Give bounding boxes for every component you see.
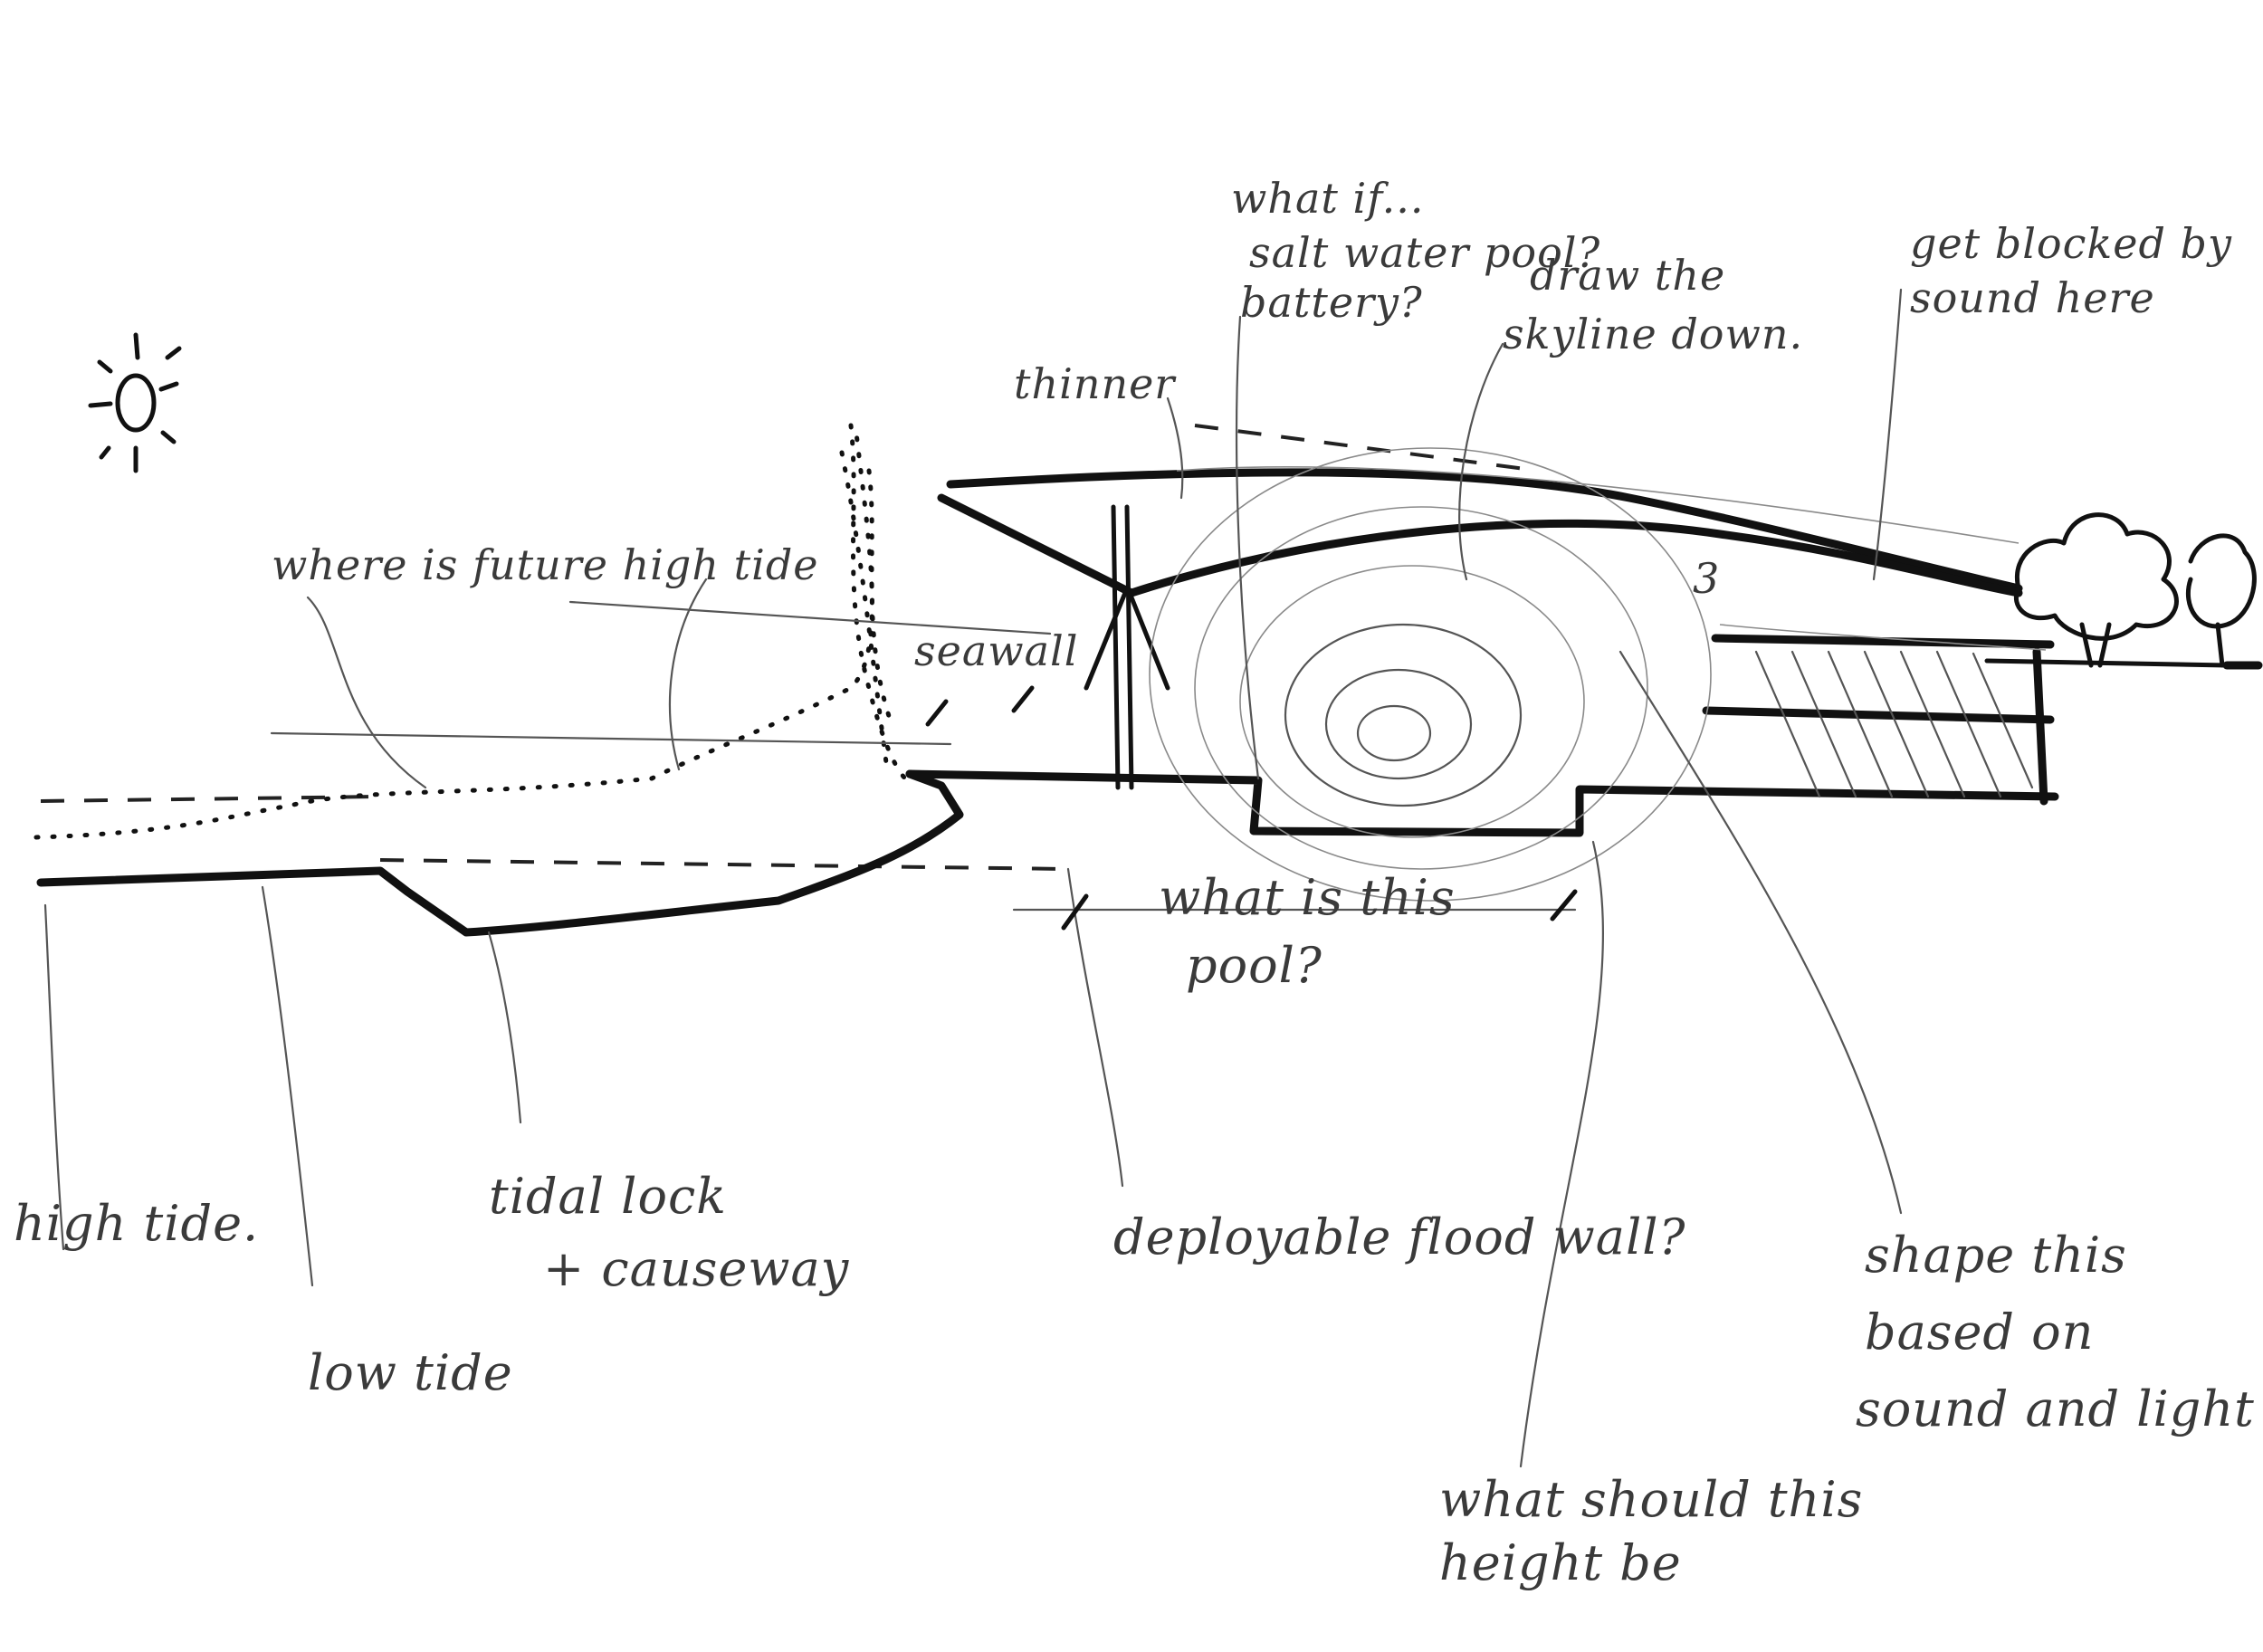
annotation-tidal-lock: tidal lock + causeway	[489, 1168, 850, 1297]
svg-text:skyline down.: skyline down.	[1503, 310, 1803, 358]
svg-text:+ causeway: + causeway	[543, 1240, 850, 1297]
svg-text:shape this: shape this	[1865, 1227, 2127, 1284]
svg-text:thinner: thinner	[1014, 359, 1177, 408]
annotation-low-tide: low tide	[308, 1344, 513, 1401]
svg-text:sound and light: sound and light	[1856, 1380, 2255, 1437]
section-tick-marks	[925, 685, 1578, 931]
leader-lines	[43, 288, 1903, 1468]
svg-text:pool?: pool?	[1186, 937, 1322, 994]
annotation-salt-water-pool: what if... salt water pool? battery?	[1231, 174, 1600, 327]
annotation-blocked-by-sound: get blocked by sound here	[1910, 219, 2232, 322]
svg-text:what is this: what is this	[1159, 869, 1456, 926]
svg-text:based on: based on	[1865, 1303, 2094, 1361]
tree-icons	[2013, 512, 2257, 668]
svg-text:seawall: seawall	[914, 626, 1078, 675]
svg-text:sound here: sound here	[1910, 273, 2155, 322]
svg-text:height be: height be	[1439, 1534, 1682, 1591]
svg-text:draw the: draw the	[1530, 251, 1725, 300]
shoreline-ground	[36, 634, 2263, 937]
annotation-seawall: seawall	[914, 626, 1078, 675]
annotation-marker-3: 3	[1693, 554, 1720, 603]
tide-lines	[33, 423, 1069, 871]
svg-text:low tide: low tide	[308, 1344, 513, 1401]
annotation-flood-wall: deployable flood wall?	[1113, 1208, 1686, 1265]
annotation-thinner: thinner	[1014, 359, 1177, 408]
seawall-vegetation	[848, 423, 908, 781]
annotation-future-high-tide: where is future high tide	[272, 540, 819, 589]
svg-text:salt water pool?: salt water pool?	[1249, 228, 1600, 277]
svg-text:where is future high tide: where is future high tide	[272, 540, 819, 589]
annotation-what-is-this-pool: what is this pool?	[1159, 869, 1456, 994]
annotation-shape-this: shape this based on sound and light	[1856, 1227, 2255, 1437]
building-roof	[937, 424, 2047, 790]
svg-text:battery?: battery?	[1240, 278, 1423, 327]
annotation-wall-height: what should this height be	[1439, 1471, 1863, 1591]
svg-text:3: 3	[1693, 554, 1720, 603]
svg-text:what if...: what if...	[1231, 174, 1425, 223]
svg-text:high tide.: high tide.	[14, 1195, 259, 1252]
svg-text:tidal lock: tidal lock	[489, 1168, 727, 1225]
swirl-sound-light	[1149, 447, 1712, 902]
annotation-skyline: draw the skyline down.	[1503, 251, 1803, 358]
svg-text:get blocked by: get blocked by	[1910, 219, 2232, 268]
svg-text:deployable flood wall?: deployable flood wall?	[1113, 1208, 1686, 1265]
annotation-high-tide: high tide.	[14, 1195, 259, 1252]
svg-text:what should this: what should this	[1439, 1471, 1863, 1528]
sun-icon	[88, 332, 182, 473]
